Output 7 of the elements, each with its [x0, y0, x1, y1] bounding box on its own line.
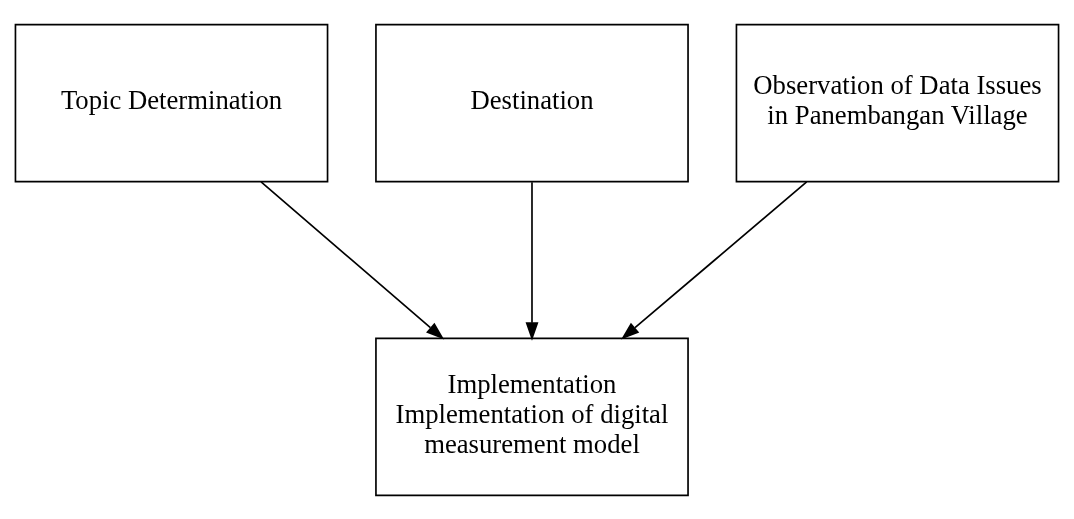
arrow — [260, 180, 445, 340]
node-box: Topic Determination — [14, 23, 329, 182]
node-box: Observation of Data Issues in Panembangan Village — [735, 23, 1060, 182]
node-box: Destination — [375, 23, 689, 182]
node-box: Implementation Implementation of digital measurement model — [375, 337, 689, 496]
arrow — [525, 181, 539, 341]
arrow — [621, 180, 808, 340]
